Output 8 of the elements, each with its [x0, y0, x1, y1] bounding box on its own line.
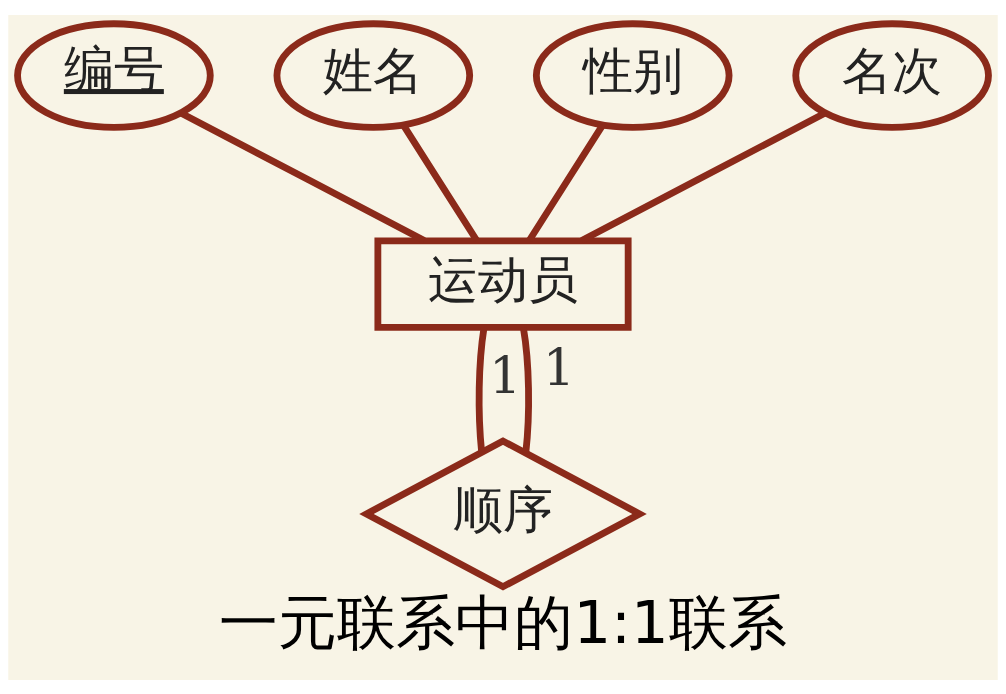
- edge-label: 1: [489, 346, 522, 405]
- edge-label: 1: [542, 338, 575, 397]
- node-diamond: 顺序: [359, 436, 647, 591]
- node-ellipse: 编号: [14, 19, 214, 131]
- node-ellipse: 名次: [792, 19, 992, 131]
- node-ellipse: 姓名: [273, 19, 474, 131]
- node-box: 运动员: [374, 236, 632, 331]
- node-ellipse: 性别: [532, 19, 733, 131]
